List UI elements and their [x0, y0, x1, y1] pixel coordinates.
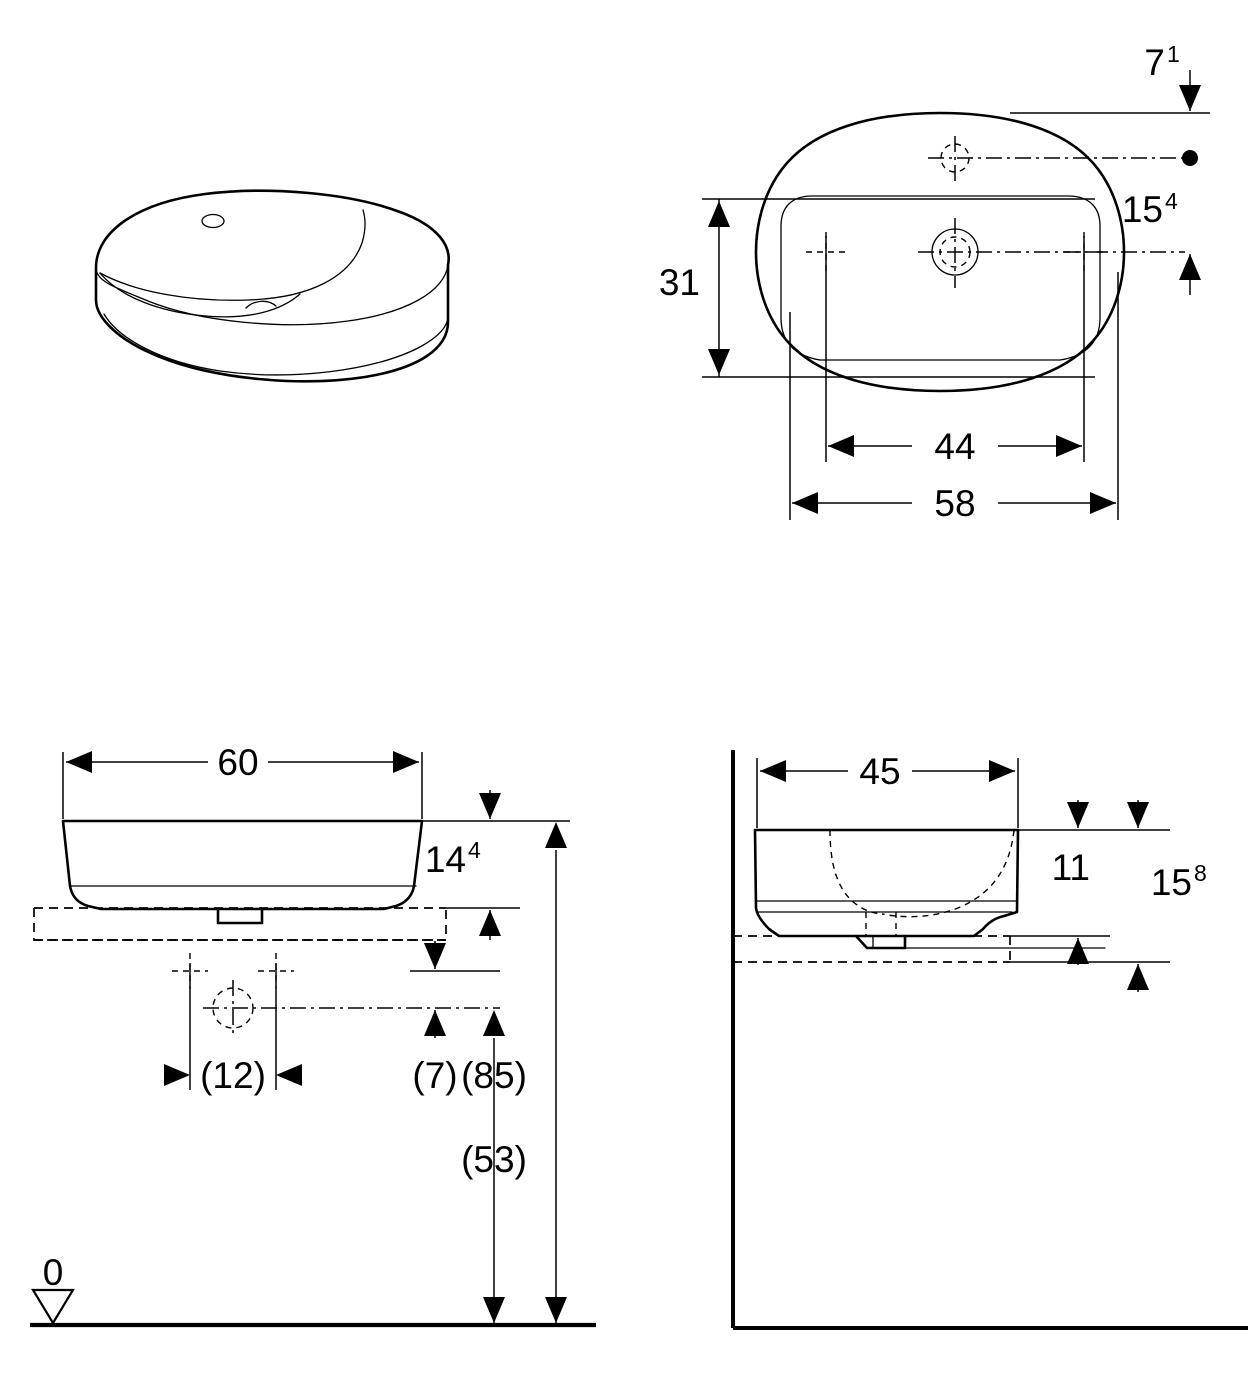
- dim-85-paren: (85): [461, 1055, 527, 1096]
- dim-7-superscript: 1: [1167, 41, 1180, 67]
- dim-60: 60: [217, 742, 258, 783]
- dim-15-4-superscript: 4: [1165, 188, 1178, 214]
- plan-view: 31 7 1 15 4 44 58: [659, 41, 1210, 524]
- dim-14-4: 14: [425, 839, 466, 880]
- dim-15-8-superscript: 8: [1194, 860, 1207, 886]
- dim-58: 58: [934, 483, 975, 524]
- dim-15-4: 15: [1122, 189, 1163, 230]
- taphole-icon: [201, 213, 225, 229]
- dim-11: 11: [1052, 847, 1090, 888]
- dim-44: 44: [934, 426, 975, 467]
- center-mark-icon: [172, 953, 294, 989]
- dim-7-paren: (7): [412, 1055, 457, 1096]
- taphole-icon: [928, 136, 1185, 181]
- waste-outlet-icon: [918, 218, 1185, 288]
- front-section-view: 60 14 4 (7) (12) (85) (53): [30, 742, 596, 1328]
- dim-datum-zero: 0: [43, 1252, 64, 1293]
- dim-14-4-superscript: 4: [468, 837, 481, 863]
- dim-12-paren: (12): [200, 1055, 266, 1096]
- isometric-view: [94, 189, 450, 383]
- dim-depth-31: 31: [659, 262, 700, 303]
- waste-outlet-icon: [203, 980, 500, 1037]
- datum-dot-icon: [1182, 150, 1198, 166]
- dim-7: 7: [1144, 42, 1165, 83]
- side-section-view: 45 11 15 8: [731, 750, 1248, 1330]
- dim-53-paren: (53): [461, 1139, 527, 1180]
- dim-15-8: 15: [1151, 862, 1192, 903]
- dim-45: 45: [859, 751, 900, 792]
- datum-triangle-icon: [31, 1288, 75, 1326]
